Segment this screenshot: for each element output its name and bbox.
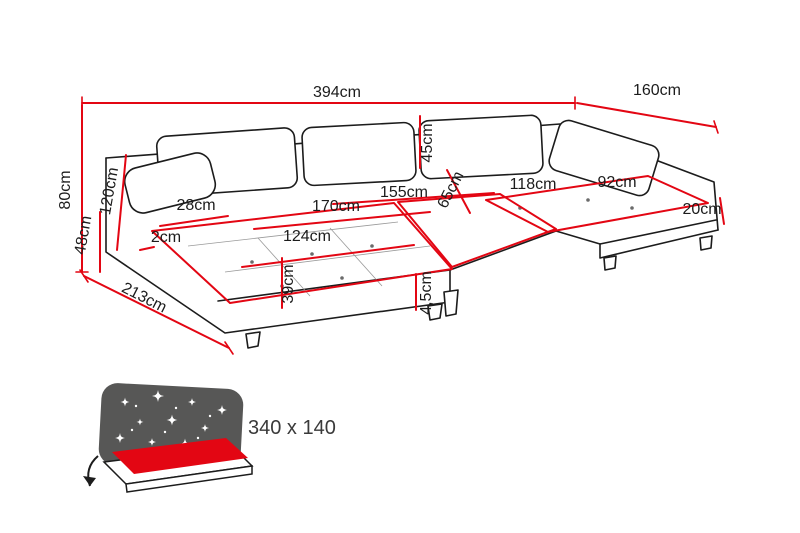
dim-line-left-seat-length (253, 211, 431, 230)
dim-tick-right-depth (713, 120, 719, 134)
right-chaise-front-face (599, 219, 717, 245)
sleeping-area-label: 340 x 140 (248, 417, 336, 439)
dim-line-left-depth (83, 275, 230, 349)
foot-right-chaise-left (603, 255, 617, 271)
sleeping-function-icon: 340 x 140 (83, 383, 336, 493)
label-left-seat-length: 170cm (312, 198, 360, 215)
dim-line-armrest (159, 215, 229, 227)
label-seat-height: 48cm (72, 214, 96, 255)
right-seat-outline (485, 175, 709, 233)
dim-line-middle-seat (332, 192, 495, 205)
sofa-feet (245, 235, 713, 349)
arm-pillow (123, 152, 217, 214)
label-side-height: 20cm (682, 201, 721, 218)
label-right-seat-length: 118cm (510, 176, 557, 193)
label-middle-seat: 155cm (380, 184, 428, 201)
left-seat-outline (151, 202, 453, 304)
sleeping-surface (112, 438, 248, 474)
back-cushion-middle (301, 121, 417, 187)
middle-seat-outline (397, 193, 557, 268)
seat-section-outlines (151, 175, 709, 304)
dim-line-back-depth (116, 154, 127, 251)
dim-line-left-seat-width (241, 244, 415, 268)
label-right-depth: 160cm (633, 82, 681, 99)
label-left-seat-width: 124cm (283, 228, 331, 245)
foot-front-right (427, 303, 443, 321)
foot-right-chaise-right (699, 235, 713, 251)
dim-ticks-left-depth (79, 269, 234, 355)
label-total-width: 394cm (313, 84, 361, 101)
sofa-left-edge (105, 157, 451, 334)
label-armrest: 28cm (176, 197, 215, 214)
mattress-side (125, 465, 253, 493)
dimension-lines (75, 96, 725, 355)
sofa-outline (105, 114, 719, 349)
label-gap: 2cm (151, 229, 181, 246)
label-legs: 4,5cm (418, 271, 435, 315)
seat-quilting (187, 198, 634, 297)
back-cushion-right (418, 114, 544, 180)
label-total-height: 80cm (57, 170, 74, 209)
foot-front-left (245, 331, 261, 349)
stars-decoration (115, 390, 227, 450)
dim-line-side-height (719, 197, 725, 225)
dim-line-divider (446, 169, 471, 214)
label-front-height: 39cm (280, 264, 297, 303)
dim-line-right-depth (576, 102, 717, 128)
label-back-cushion: 45cm (419, 123, 436, 162)
foot-middle (443, 289, 459, 317)
dim-line-gap (139, 246, 155, 251)
unfold-arrow-head (83, 476, 96, 486)
label-right-seat-width: 92cm (597, 174, 636, 191)
